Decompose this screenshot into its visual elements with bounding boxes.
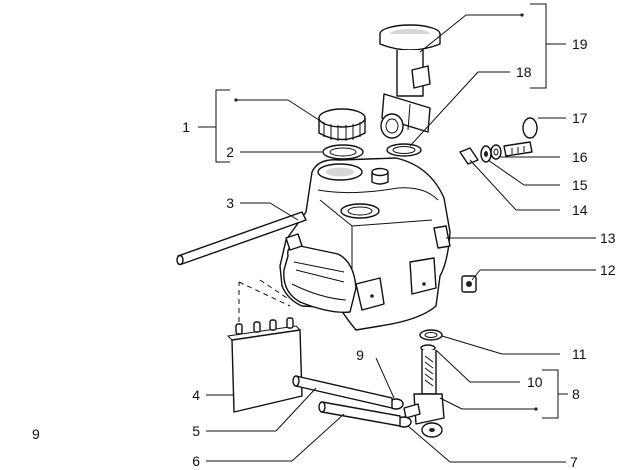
tap-nut-part bbox=[419, 329, 443, 341]
heat-shield-part bbox=[226, 279, 303, 413]
fuel-hoses-part bbox=[292, 375, 401, 427]
callout-12: 12 bbox=[600, 262, 616, 278]
cap-gasket-part bbox=[322, 144, 364, 160]
neck-seal-part bbox=[386, 143, 422, 157]
callout-17: 17 bbox=[572, 110, 588, 126]
callout-10: 10 bbox=[527, 374, 543, 390]
callout-16: 16 bbox=[572, 149, 588, 165]
callout-15: 15 bbox=[572, 177, 588, 193]
callout-4: 4 bbox=[192, 387, 200, 403]
page-number: 9 bbox=[32, 426, 40, 442]
filler-neck-part bbox=[379, 24, 441, 139]
callout-1: 1 bbox=[182, 119, 190, 135]
callout-18: 18 bbox=[516, 64, 532, 80]
callout-19: 19 bbox=[572, 36, 588, 52]
callout-5: 5 bbox=[192, 423, 200, 439]
fuel-tap-part bbox=[403, 344, 445, 438]
breather-hose-part bbox=[176, 211, 307, 266]
callout-6: 6 bbox=[192, 453, 200, 469]
callout-11: 11 bbox=[572, 346, 587, 362]
fuel-tank-body bbox=[279, 157, 451, 331]
callout-8: 8 bbox=[572, 386, 580, 402]
tank-cap-part bbox=[318, 108, 366, 141]
bolt-assembly-parts bbox=[459, 117, 538, 165]
callout-13: 13 bbox=[600, 230, 616, 246]
callout-labels: 1 2 3 4 5 6 7 8 9 10 11 12 13 14 15 16 1… bbox=[32, 36, 616, 470]
callout-7: 7 bbox=[570, 454, 578, 470]
callout-14: 14 bbox=[572, 202, 588, 218]
leader-lines bbox=[198, 3, 596, 463]
callout-9: 9 bbox=[356, 347, 364, 363]
callout-3: 3 bbox=[226, 195, 234, 211]
callout-2: 2 bbox=[226, 144, 234, 160]
